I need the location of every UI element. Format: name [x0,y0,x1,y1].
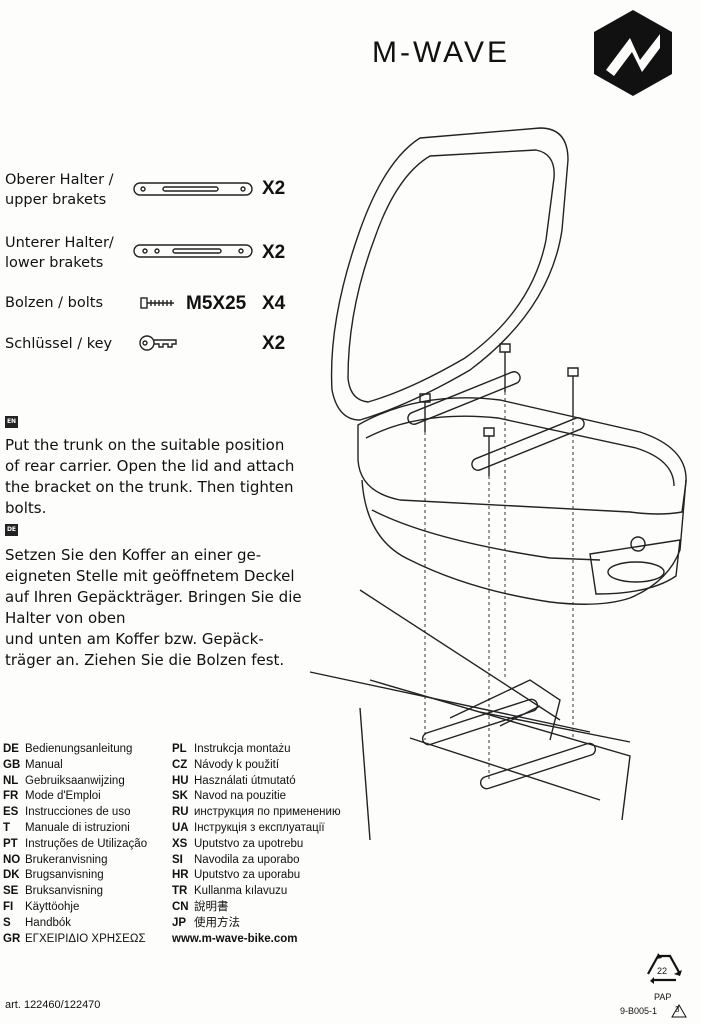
bolt-qty: X4 [262,293,286,314]
page-number: 3 [675,1005,680,1014]
en-instructions: Put the trunk on the suitable position o… [5,436,295,517]
de-instructions: Setzen Sie den Koffer an einer ge- eigne… [5,546,302,669]
bolt-icon [140,297,174,309]
part-key-label: Schlüssel / key [5,336,113,352]
key-icon [139,335,177,351]
part-lower-bracket-label: Unterer Halter/lower brakets [5,235,114,271]
footer-code: 9-B005-1 [620,1006,658,1016]
upper-bracket-icon [133,182,253,196]
brand-name: M-WAVE [372,36,510,69]
lower-bracket-qty: X2 [262,242,286,263]
trunk-assembly-illustration [309,127,687,840]
recycle-label: PAP [654,992,672,1002]
recycle-icon [647,953,682,984]
lower-bracket-icon [133,244,253,258]
m-wave-logo-icon [594,10,672,96]
de-badge: DE [5,524,18,536]
en-badge: EN [5,416,18,428]
website-link[interactable]: www.m-wave-bike.com [172,932,298,945]
part-upper-bracket-label: Oberer Halter /upper brakets [5,172,114,208]
upper-bracket-qty: X2 [262,178,286,199]
key-qty: X2 [262,333,286,354]
page-number-triangle-icon [671,1004,687,1018]
part-bolts-label: Bolzen / bolts [5,295,104,311]
article-number: art. 122460/122470 [5,999,101,1011]
recycle-number: 22 [657,966,668,976]
bolt-size: M5X25 [186,293,247,314]
